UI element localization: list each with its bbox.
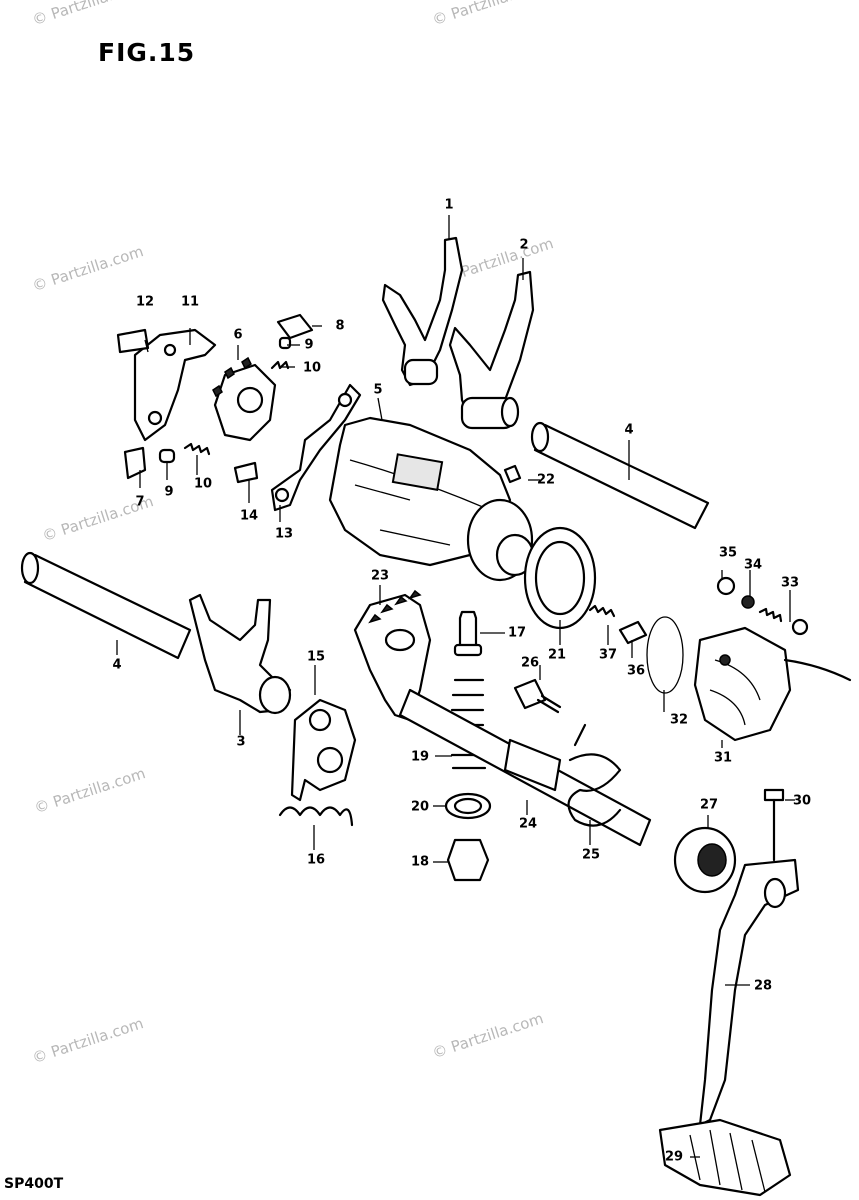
callout-10-upper: 10 (302, 360, 322, 376)
callout-6: 6 (233, 327, 243, 343)
callout-16: 16 (306, 852, 326, 868)
gear-shift-shaft (353, 589, 652, 847)
callout-22: 22 (536, 472, 556, 488)
callout-34: 34 (743, 557, 763, 573)
gear-shift-lever (658, 788, 800, 1197)
shift-fork-1 (381, 236, 464, 387)
callout-25: 25 (581, 847, 601, 863)
callout-19: 19 (410, 749, 430, 765)
callout-30: 30 (792, 793, 812, 809)
callout-13: 13 (274, 526, 294, 542)
callout-31: 31 (713, 750, 733, 766)
lever-and-spring (278, 698, 357, 827)
callout-27: 27 (699, 797, 719, 813)
callout-24: 24 (518, 816, 538, 832)
callout-35: 35 (718, 545, 738, 561)
fork-shaft-lower (20, 551, 192, 660)
callout-5: 5 (373, 382, 383, 398)
callout-18: 18 (410, 854, 430, 870)
oil-seal (673, 826, 737, 894)
callout-26: 26 (520, 655, 540, 671)
callout-8: 8 (335, 318, 345, 334)
callout-11: 11 (180, 294, 200, 310)
callout-33: 33 (780, 575, 800, 591)
callout-36: 36 (626, 663, 646, 679)
callout-32: 32 (669, 712, 689, 728)
callout-9-upper: 9 (304, 337, 314, 353)
leader-lines (116, 215, 795, 1158)
shift-drum (328, 416, 535, 582)
callout-12: 12 (135, 294, 155, 310)
callout-4-upper: 4 (624, 422, 634, 438)
callout-37: 37 (598, 647, 618, 663)
callout-17: 17 (507, 625, 527, 641)
bolt-26 (513, 678, 562, 714)
callout-9-lower: 9 (164, 484, 174, 500)
callout-4-lower: 4 (112, 657, 122, 673)
cam-guide-plate (523, 526, 597, 630)
callout-3: 3 (236, 734, 246, 750)
drum-stopper-group (116, 313, 362, 512)
figure-title: FIG.15 (98, 38, 196, 67)
figure-code: SP400T (4, 1176, 64, 1192)
shift-fork-3 (188, 593, 292, 715)
fork-shaft-upper (530, 421, 710, 530)
callout-23: 23 (370, 568, 390, 584)
callout-1: 1 (444, 197, 454, 213)
shift-fork-2 (448, 270, 535, 430)
callout-20: 20 (410, 799, 430, 815)
callout-10-lower: 10 (193, 476, 213, 492)
callout-28: 28 (753, 978, 773, 994)
callout-15: 15 (306, 649, 326, 665)
callout-21: 21 (547, 647, 567, 663)
callout-2: 2 (519, 237, 529, 253)
neutral-switch-group (503, 464, 852, 742)
callout-29: 29 (664, 1149, 684, 1165)
callout-14: 14 (239, 508, 259, 524)
callout-7: 7 (135, 494, 145, 510)
